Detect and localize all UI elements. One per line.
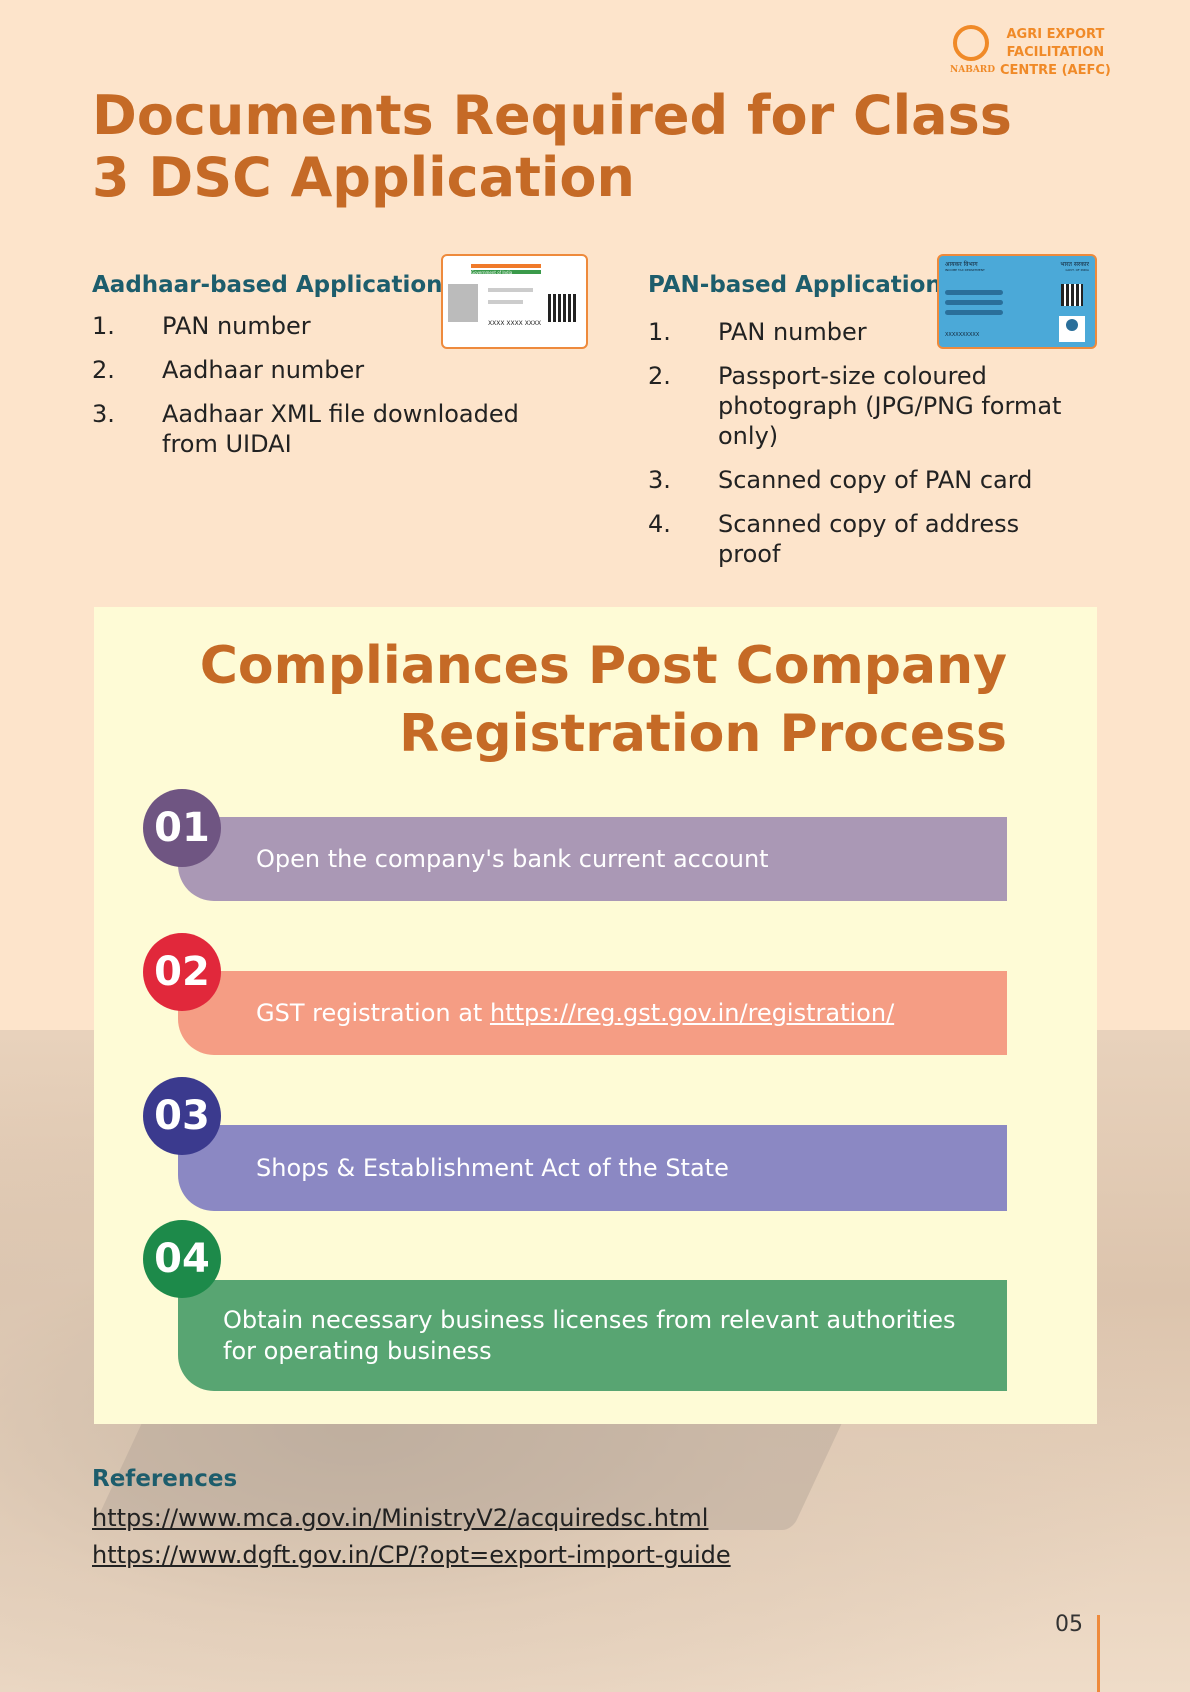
title-line: Compliances Post Company bbox=[199, 636, 1007, 696]
logo-line: FACILITATION bbox=[1006, 45, 1105, 60]
aadhaar-heading: Aadhaar-based Application bbox=[92, 272, 443, 298]
pan-list: 1. PAN number 2. Passport-size coloured ph… bbox=[648, 317, 1088, 583]
title-line: Registration Process bbox=[399, 704, 1007, 764]
list-item: 1. PAN number bbox=[92, 311, 552, 341]
references-heading: References bbox=[92, 1466, 238, 1492]
aefc-logo: NABARD AGRI EXPORT FACILITATION CENTRE (AE… bbox=[950, 25, 1111, 81]
card-gov-text: Government of India bbox=[471, 270, 541, 275]
item-text: PAN number bbox=[718, 318, 867, 346]
reference-link-dgft[interactable]: https://www.dgft.gov.in/CP/?opt=export-i… bbox=[92, 1541, 731, 1569]
item-number: 2. bbox=[648, 362, 671, 390]
item-text: Passport-size coloured photograph (JPG/P… bbox=[718, 362, 1062, 450]
compliance-step-4: Obtain necessary business licenses from … bbox=[178, 1280, 1007, 1391]
page-divider bbox=[1097, 1615, 1100, 1692]
qr-code-icon bbox=[548, 294, 576, 322]
qr-code-icon bbox=[1061, 284, 1083, 306]
pan-heading: PAN-based Application bbox=[648, 272, 942, 298]
item-number: 3. bbox=[648, 466, 671, 494]
logo-line: CENTRE (AEFC) bbox=[1000, 63, 1111, 78]
list-item: 3. Aadhaar XML file downloaded from UIDAI bbox=[92, 399, 552, 459]
nabard-emblem-icon: NABARD bbox=[950, 25, 996, 81]
page-number: 05 bbox=[1055, 1612, 1083, 1637]
item-text: PAN number bbox=[162, 312, 311, 340]
card-gov-en: GOVT. OF INDIA bbox=[1065, 268, 1090, 272]
page-title: Documents Required for Class 3 DSC Appli… bbox=[92, 84, 1012, 209]
item-number: 4. bbox=[648, 510, 671, 538]
nabard-label: NABARD bbox=[950, 65, 996, 75]
compliance-step-1: Open the company's bank current account bbox=[178, 817, 1007, 901]
compliance-step-2: GST registration at https://reg.gst.gov.… bbox=[178, 971, 1007, 1055]
card-dept: आयकर विभाग bbox=[945, 261, 978, 268]
list-item: 4. Scanned copy of address proof bbox=[648, 509, 1088, 569]
logo-text: AGRI EXPORT FACILITATION CENTRE (AEFC) bbox=[1000, 26, 1111, 80]
card-number: XXXX XXXX XXXX bbox=[488, 320, 542, 327]
item-text: Aadhaar XML file downloaded from UIDAI bbox=[162, 400, 519, 458]
pan-card-image: आयकर विभाग INCOME TAX DEPARTMENT भारत सर… bbox=[937, 254, 1097, 349]
item-text: Scanned copy of address proof bbox=[718, 510, 1020, 568]
logo-line: AGRI EXPORT bbox=[1006, 27, 1105, 42]
step-number-badge: 04 bbox=[143, 1220, 221, 1298]
step-text: Open the company's bank current account bbox=[256, 844, 769, 873]
person-icon bbox=[1059, 316, 1085, 342]
list-item: 2. Passport-size coloured photograph (JPG… bbox=[648, 361, 1088, 451]
compliance-step-3: Shops & Establishment Act of the State bbox=[178, 1125, 1007, 1211]
list-item: 1. PAN number bbox=[648, 317, 1088, 347]
reference-link-mca[interactable]: https://www.mca.gov.in/MinistryV2/acquir… bbox=[92, 1504, 709, 1532]
references: References https://www.mca.gov.in/Minist… bbox=[92, 1466, 731, 1574]
step-number-badge: 02 bbox=[143, 933, 221, 1011]
step-text: Obtain necessary business licenses from … bbox=[223, 1305, 964, 1365]
step-text: Shops & Establishment Act of the State bbox=[256, 1153, 729, 1182]
item-text: Scanned copy of PAN card bbox=[718, 466, 1033, 494]
list-item: 3. Scanned copy of PAN card bbox=[648, 465, 1088, 495]
item-number: 1. bbox=[648, 318, 671, 346]
person-icon bbox=[448, 284, 478, 322]
step-number-badge: 03 bbox=[143, 1077, 221, 1155]
item-number: 1. bbox=[92, 312, 115, 340]
aadhaar-card-image: Government of India XXXX XXXX XXXX bbox=[441, 254, 588, 349]
list-item: 2. Aadhaar number bbox=[92, 355, 552, 385]
aadhaar-list: 1. PAN number 2. Aadhaar number 3. Aadhaar … bbox=[92, 311, 552, 473]
item-number: 2. bbox=[92, 356, 115, 384]
gst-registration-link[interactable]: https://reg.gst.gov.in/registration/ bbox=[489, 999, 895, 1027]
card-dept-en: INCOME TAX DEPARTMENT bbox=[945, 268, 985, 272]
item-text: Aadhaar number bbox=[162, 356, 365, 384]
step-number-badge: 01 bbox=[143, 789, 221, 867]
step-text: GST registration at bbox=[256, 998, 490, 1027]
card-gov: भारत सरकार bbox=[1060, 261, 1089, 268]
card-number: XXXXXXXXXX bbox=[945, 332, 980, 338]
item-number: 3. bbox=[92, 400, 115, 428]
